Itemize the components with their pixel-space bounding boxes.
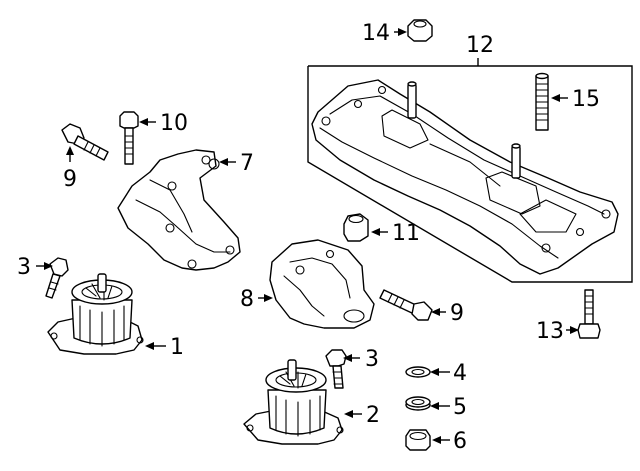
- bolt-9-upper: [61, 123, 109, 161]
- callout-4: 4: [453, 361, 467, 386]
- bolt-13: [577, 289, 601, 339]
- callout-3-left: 3: [17, 255, 31, 280]
- callout-1: 1: [170, 335, 184, 360]
- callout-6: 6: [453, 429, 467, 454]
- bracket-8: [269, 239, 375, 329]
- bolt-3-left: [45, 257, 69, 299]
- bolt-10: [119, 111, 139, 165]
- engine-mount-1: [47, 273, 144, 355]
- callout-9-right: 9: [450, 301, 464, 326]
- callout-14: 14: [362, 21, 390, 46]
- bolt-3-right: [325, 349, 347, 389]
- callout-2: 2: [366, 403, 380, 428]
- bolt-9-right: [379, 289, 433, 321]
- washer-4: [405, 366, 431, 378]
- callout-11: 11: [392, 221, 420, 246]
- crossmember-group-box: [307, 58, 633, 283]
- bracket-7: [117, 149, 241, 271]
- nut-6: [405, 429, 431, 451]
- leader-lines: [36, 28, 579, 444]
- washer-5: [405, 396, 431, 411]
- callout-5: 5: [453, 395, 467, 420]
- callout-9-upper: 9: [63, 167, 77, 192]
- nut-11: [343, 213, 369, 242]
- callout-numbers: 1 2 3 3 4 5 6 7 8 9 9 10 11 12 13 14 15: [17, 21, 600, 454]
- callout-7: 7: [240, 151, 254, 176]
- callout-3-right: 3: [365, 347, 379, 372]
- callout-12: 12: [466, 33, 494, 58]
- stud-15: [535, 72, 549, 131]
- callout-10: 10: [160, 111, 188, 136]
- engine-mount-2: [243, 359, 344, 445]
- callout-15: 15: [572, 87, 600, 112]
- nut-14: [407, 19, 433, 42]
- callout-13: 13: [536, 319, 564, 344]
- callout-8: 8: [240, 287, 254, 312]
- transmission-crossmember: [311, 79, 619, 275]
